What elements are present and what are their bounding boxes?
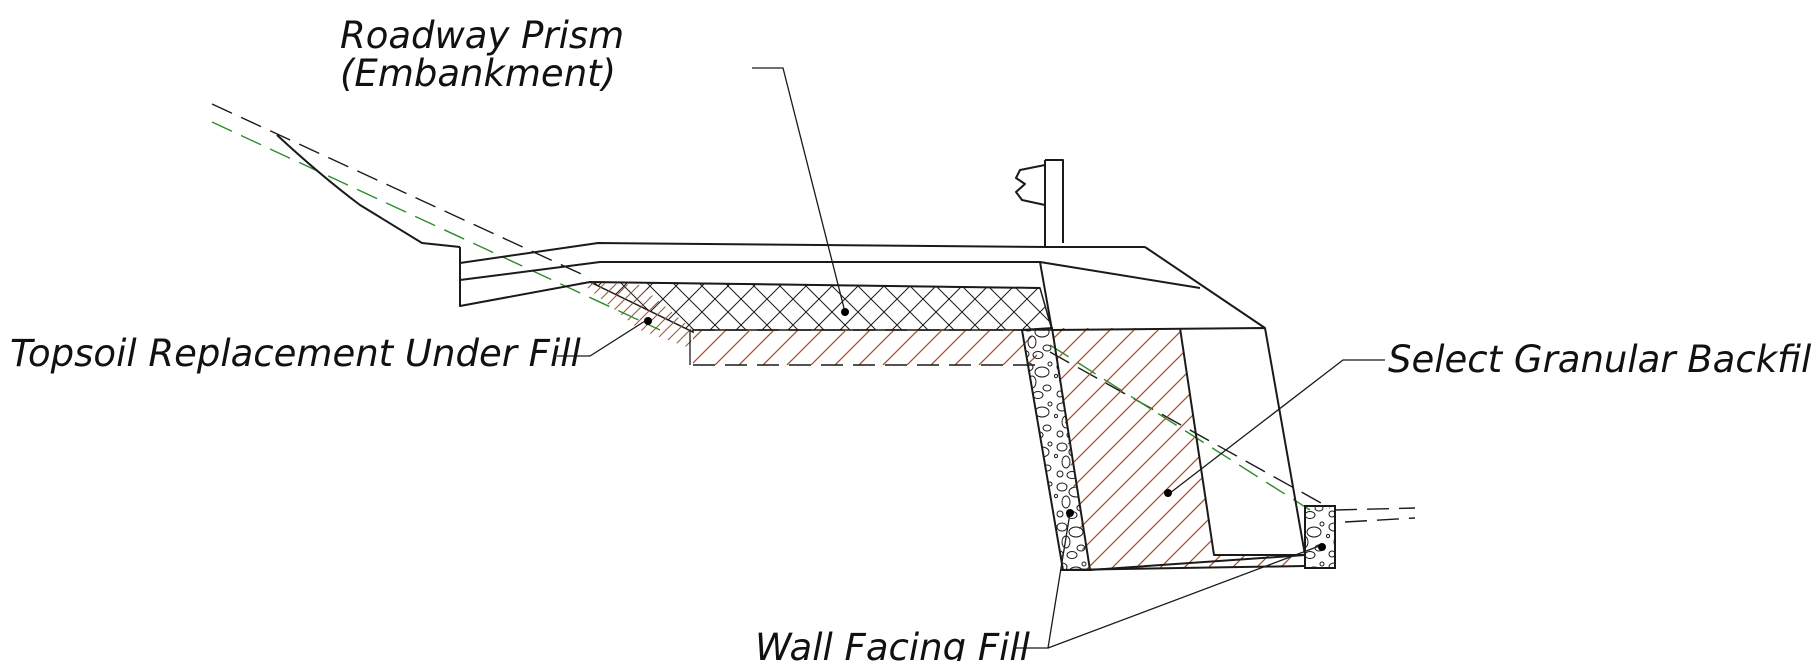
dot-wall-facing-left: [1066, 509, 1074, 517]
leader-roadway-prism: [752, 67, 846, 313]
wall-facing-fill-left: [1020, 326, 1092, 571]
existing-ground-line-right: [1334, 507, 1416, 523]
pavement-layer-2: [459, 261, 1201, 289]
wall-face-line: [1039, 261, 1053, 331]
topsoil-strip-outline: [693, 329, 1040, 366]
label-roadway-prism-line1: Roadway Prism: [340, 14, 624, 57]
dot-select-backfill: [1164, 489, 1172, 497]
dot-topsoil: [644, 317, 652, 325]
dot-roadway-prism: [841, 308, 849, 316]
select-granular-backfill: [1052, 328, 1305, 570]
label-select-backfill: Select Granular Backfill: [1388, 338, 1811, 381]
label-topsoil: Topsoil Replacement Under Fill: [10, 332, 582, 375]
wall-facing-fill-right: [1304, 505, 1336, 569]
label-roadway-prism-line2: (Embankment): [340, 52, 616, 95]
cut-slope: [276, 134, 461, 248]
guardrail-beam: [1015, 164, 1046, 206]
backfill-outline: [1051, 327, 1306, 571]
guardrail-post: [1044, 159, 1064, 247]
dot-wall-facing-right: [1318, 543, 1326, 551]
topsoil-strip: [693, 330, 1040, 365]
pavement-surface: [459, 242, 1145, 264]
leader-wall-facing-right: [1047, 544, 1323, 649]
reinforced-zone-boundary: [1179, 327, 1305, 556]
leader-select-backfill: [1169, 359, 1385, 494]
label-wall-facing: Wall Facing Fill: [755, 626, 1031, 661]
leader-topsoil: [557, 320, 646, 357]
pavement-right-shoulder: [1144, 246, 1266, 329]
topsoil-wedge: [580, 282, 693, 348]
